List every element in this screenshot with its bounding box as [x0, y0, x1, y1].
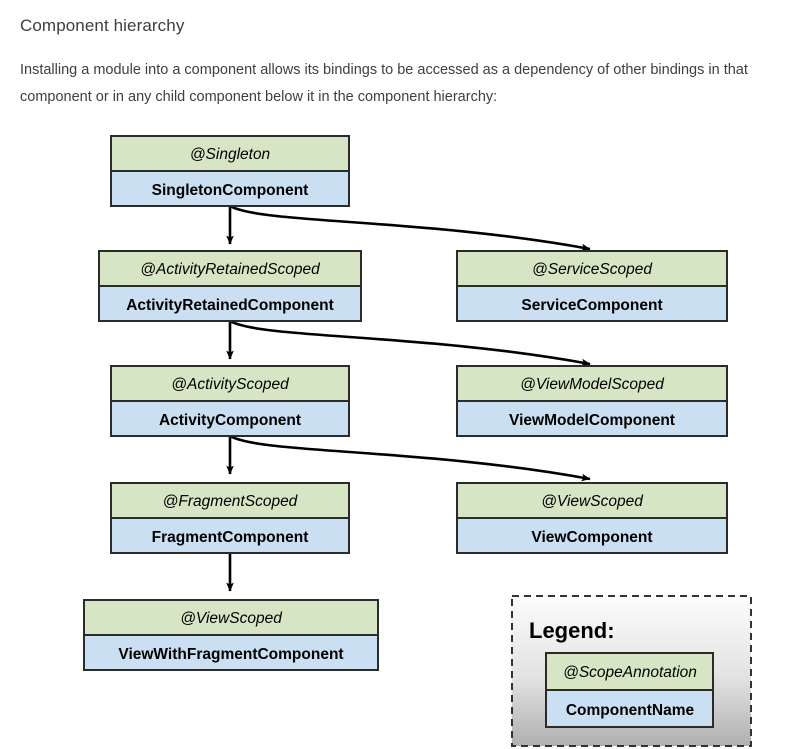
intro-paragraph: Installing a module into a component all… [20, 62, 748, 105]
node-view-with-fragment-scope-label: @ViewScoped [180, 610, 283, 627]
node-singleton-component-box [110, 170, 350, 207]
edge-activity-to-view [229, 434, 591, 482]
node-service-scope-box [456, 250, 728, 287]
node-fragment-scope-label: @FragmentScoped [163, 493, 299, 510]
legend-scope-label: @ScopeAnnotation [563, 664, 697, 681]
edge-activity-retained-to-viewmodel [229, 319, 591, 367]
legend-component-label: ComponentName [566, 702, 695, 719]
legend-scope-box [545, 652, 714, 691]
node-service[interactable]: @ServiceScoped ServiceComponent [456, 250, 728, 322]
node-view[interactable]: @ViewScoped ViewComponent [456, 482, 728, 554]
node-singleton-component-label: SingletonComponent [152, 182, 309, 199]
node-service-component-box [456, 285, 728, 322]
node-activity-retained-component-box [98, 285, 362, 322]
node-viewmodel-component-label: ViewModelComponent [509, 412, 675, 429]
node-view-with-fragment[interactable]: @ViewScoped ViewWithFragmentComponent [83, 599, 379, 671]
node-view-scope-label: @ViewScoped [541, 493, 644, 510]
node-activity-scope-label: @ActivityScoped [171, 376, 290, 393]
node-activity-retained-scope-label: @ActivityRetainedScoped [140, 261, 321, 278]
node-activity-scope-box [110, 365, 350, 402]
node-fragment-scope-box [110, 482, 350, 519]
hierarchy-svg: @Singleton SingletonComponent @ActivityR… [83, 135, 752, 747]
legend-title: Legend: [529, 618, 615, 643]
node-activity-component-label: ActivityComponent [159, 412, 301, 429]
edges-group [226, 204, 591, 592]
node-singleton-scope-label: @Singleton [190, 146, 270, 163]
node-service-scope-label: @ServiceScoped [532, 261, 653, 278]
node-activity-retained-component-label: ActivityRetainedComponent [126, 297, 334, 314]
legend: Legend: @ScopeAnnotation ComponentName [511, 595, 752, 747]
node-fragment[interactable]: @FragmentScoped FragmentComponent [110, 482, 350, 554]
page-title: Component hierarchy [20, 16, 185, 35]
node-singleton[interactable]: @Singleton SingletonComponent [110, 135, 350, 207]
edge-singleton-to-service [229, 204, 591, 252]
node-fragment-component-label: FragmentComponent [152, 529, 309, 546]
node-view-component-label: ViewComponent [531, 529, 652, 546]
node-viewmodel-scope-label: @ViewModelScoped [520, 376, 665, 393]
node-view-with-fragment-component-box [83, 634, 379, 671]
node-activity-component-box [110, 400, 350, 437]
node-activity-retained-scope-box [98, 250, 362, 287]
node-activity[interactable]: @ActivityScoped ActivityComponent [110, 365, 350, 437]
node-view-component-box [456, 517, 728, 554]
node-view-with-fragment-scope-box [83, 599, 379, 636]
node-activity-retained[interactable]: @ActivityRetainedScoped ActivityRetained… [98, 250, 362, 322]
node-service-component-label: ServiceComponent [521, 297, 662, 314]
legend-component-box [545, 689, 714, 728]
node-view-with-fragment-component-label: ViewWithFragmentComponent [118, 646, 343, 663]
component-hierarchy-diagram: @Singleton SingletonComponent @ActivityR… [0, 118, 797, 749]
node-fragment-component-box [110, 517, 350, 554]
node-viewmodel-component-box [456, 400, 728, 437]
node-viewmodel[interactable]: @ViewModelScoped ViewModelComponent [456, 365, 728, 437]
